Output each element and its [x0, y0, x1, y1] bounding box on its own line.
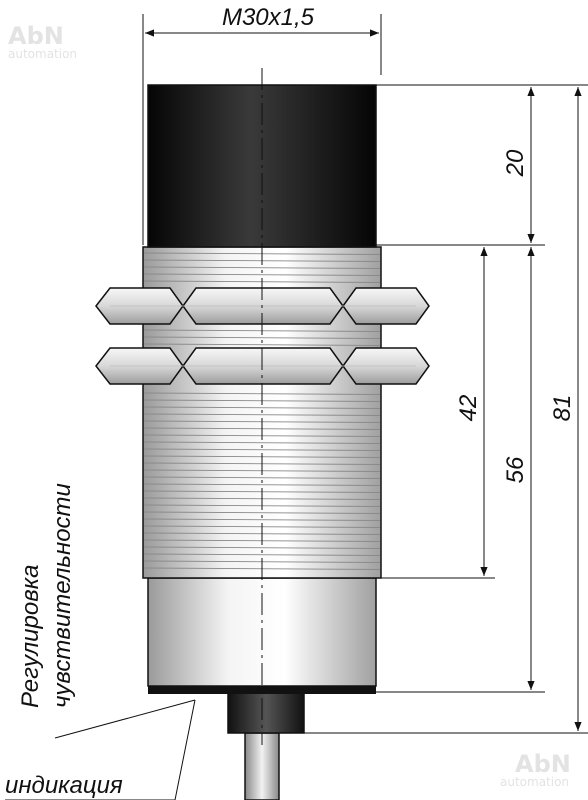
- thread-line: [143, 336, 381, 339]
- svg-text:AbN: AbN: [515, 750, 571, 778]
- thread-line: [143, 483, 381, 486]
- thread-line: [143, 266, 381, 269]
- thread-line: [143, 413, 381, 416]
- label-sensitivity-adjustment: Регулировка чувствительности: [17, 483, 76, 708]
- svg-text:20: 20: [502, 149, 529, 177]
- thread-line: [143, 406, 381, 409]
- dimension-total-length: 81: [549, 87, 582, 731]
- thread-line: [143, 546, 381, 549]
- svg-text:42: 42: [455, 395, 482, 422]
- svg-text:automation: automation: [500, 775, 569, 789]
- thread-line: [143, 448, 381, 451]
- label-indication: индикация: [5, 772, 123, 799]
- svg-text:56: 56: [502, 456, 529, 483]
- dimension-thread-length: 42: [455, 247, 488, 576]
- dimension-thread: M30x1,5: [142, 4, 382, 245]
- leader-lines: [5, 699, 196, 800]
- thread-line: [143, 553, 381, 556]
- thread-line: [143, 273, 381, 276]
- svg-text:Регулировка: Регулировка: [17, 565, 44, 708]
- nut-upper: [95, 287, 430, 325]
- watermark-bottom: AbN automation: [500, 750, 571, 789]
- thread-line: [143, 343, 381, 346]
- thread-line: [143, 518, 381, 521]
- svg-text:81: 81: [549, 395, 576, 422]
- watermark-top: AbN automation: [8, 22, 77, 61]
- nut-lower: [95, 347, 430, 385]
- svg-text:M30x1,5: M30x1,5: [222, 4, 315, 31]
- connector: [227, 692, 305, 734]
- thread-line: [143, 476, 381, 479]
- svg-text:automation: automation: [8, 47, 77, 61]
- thread-line: [143, 441, 381, 444]
- svg-text:AbN: AbN: [8, 22, 64, 50]
- thread-line: [143, 511, 381, 514]
- svg-text:чувствительности: чувствительности: [49, 483, 76, 708]
- dimension-cap-length: 20: [502, 87, 535, 243]
- dimension-body-length: 56: [502, 247, 535, 690]
- extension-lines: [304, 84, 588, 734]
